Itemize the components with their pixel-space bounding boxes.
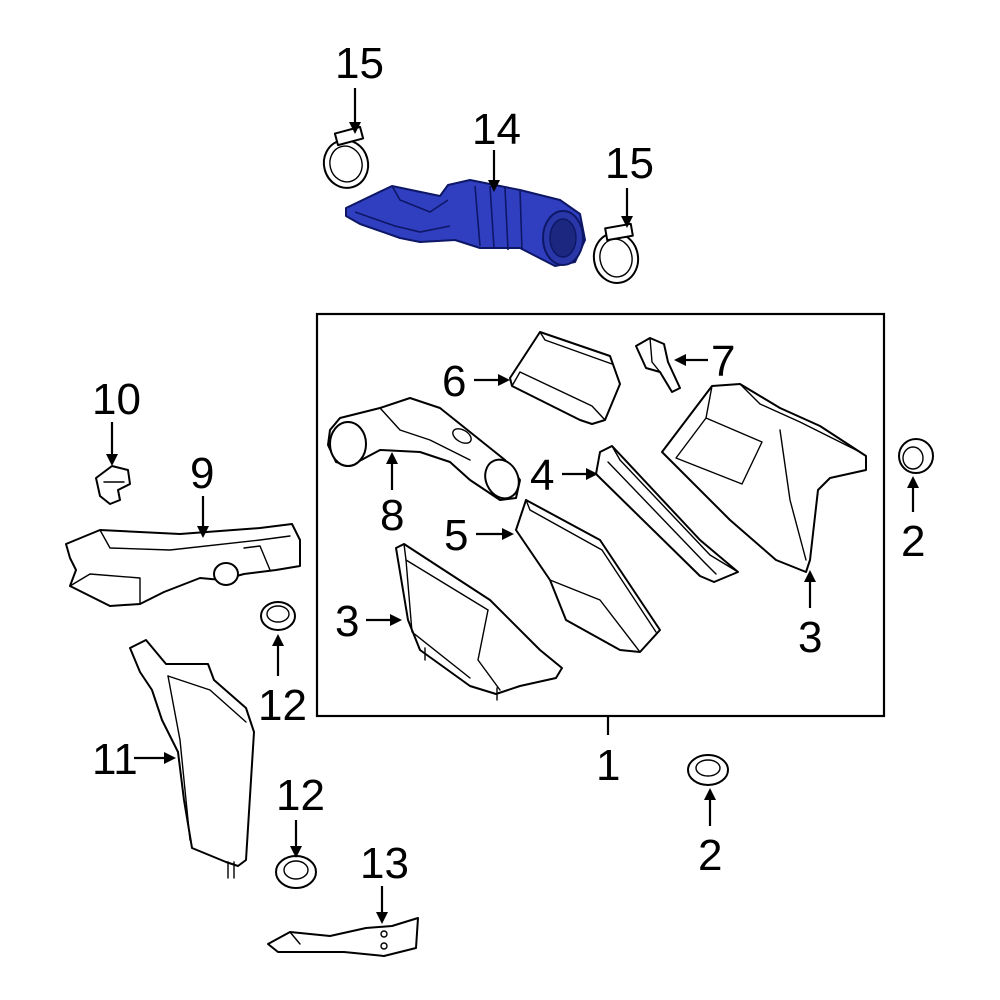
part-10-clip[interactable] (95, 465, 131, 505)
part-8-intake-duct[interactable] (327, 397, 525, 504)
callout-12-lower: 12 (276, 771, 325, 820)
part-2-grommet-bottom[interactable] (687, 754, 729, 786)
callout-12-upper: 12 (258, 681, 307, 730)
callout-2-right: 2 (901, 517, 926, 566)
callout-4: 4 (530, 451, 555, 500)
part-5-frame[interactable] (515, 499, 661, 653)
part-15-hose-clamp-left[interactable] (319, 125, 374, 193)
part-11-resonator[interactable] (129, 639, 255, 879)
callout-arrows (106, 88, 919, 924)
part-7-sensor[interactable] (635, 337, 681, 393)
callout-7: 7 (711, 337, 736, 386)
part-3-lower-housing[interactable] (395, 543, 563, 701)
part-13-bracket[interactable] (267, 917, 419, 957)
part-2-grommet-right[interactable] (898, 438, 934, 474)
callout-14: 14 (472, 105, 521, 154)
callout-5: 5 (444, 511, 469, 560)
callout-3-left: 3 (335, 597, 360, 646)
callout-1: 1 (596, 741, 621, 790)
part-15-hose-clamp-right[interactable] (590, 222, 642, 287)
callout-8: 8 (380, 491, 405, 540)
part-6-cover[interactable] (509, 331, 621, 425)
callout-2-bottom: 2 (698, 831, 723, 880)
callout-11: 11 (92, 735, 138, 784)
part-12-grommet-upper[interactable] (260, 601, 296, 631)
part-14-intake-hose[interactable] (345, 179, 586, 267)
callout-9: 9 (190, 449, 215, 498)
callout-15-right: 15 (605, 139, 654, 188)
callout-10: 10 (92, 375, 141, 424)
callout-6: 6 (442, 357, 467, 406)
assembly-box (315, 312, 886, 718)
part-4-filter[interactable] (595, 445, 739, 583)
callout-13: 13 (360, 839, 409, 888)
part-12-grommet-lower[interactable] (275, 855, 317, 889)
callout-15-left: 15 (335, 39, 384, 88)
part-3-upper-housing[interactable] (661, 383, 867, 573)
callout-3-right: 3 (798, 613, 823, 662)
part-9-air-duct[interactable] (65, 523, 301, 607)
